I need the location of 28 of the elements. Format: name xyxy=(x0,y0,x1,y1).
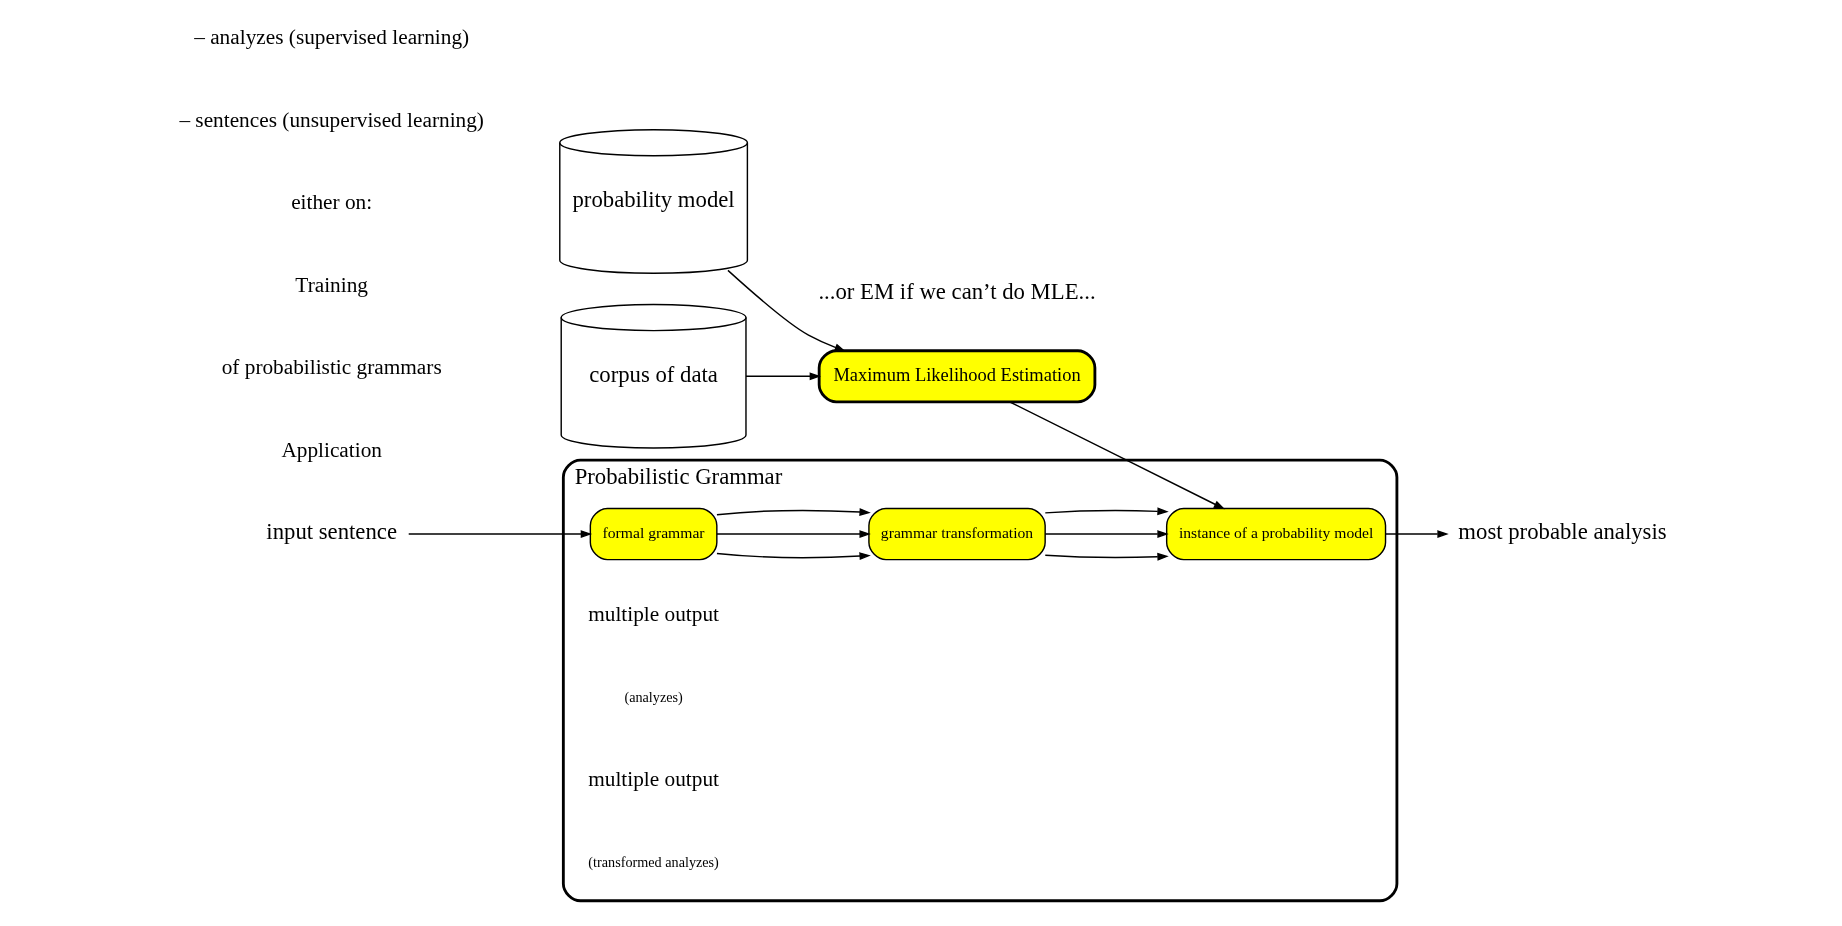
arrow xyxy=(1044,530,1169,539)
node-box: grammar transformation xyxy=(867,507,1046,561)
arrow xyxy=(715,508,871,516)
label: of probabilistic grammars xyxy=(221,355,442,380)
arrow xyxy=(726,269,846,352)
label: either on: xyxy=(290,190,372,215)
arrow xyxy=(1008,401,1225,510)
label: Training xyxy=(294,272,368,297)
label: – sentences (unsupervised learning) xyxy=(178,107,484,132)
node-text: input sentence xyxy=(265,519,397,545)
label: (transformed analyzes) xyxy=(587,854,719,871)
arrow xyxy=(715,530,871,539)
label: Application xyxy=(280,437,382,462)
arrow xyxy=(1384,530,1449,539)
arrow xyxy=(407,530,592,539)
label: multiple output xyxy=(587,767,719,792)
node-box: formal grammar xyxy=(589,507,718,561)
arrow xyxy=(715,552,871,561)
node-text: most probable analysis xyxy=(1457,519,1667,545)
label: (analyzes) xyxy=(623,689,683,706)
arrow xyxy=(1044,507,1169,516)
node-label: ...or EM if we can’t do MLE... xyxy=(817,279,1096,305)
arrow xyxy=(1044,552,1169,561)
label: – analyzes (supervised learning) xyxy=(193,25,469,50)
label: multiple output xyxy=(587,602,719,627)
node-box: Maximum Likelihood Estimation xyxy=(817,349,1096,404)
node-box: instance of a probability model xyxy=(1165,507,1386,561)
arrow xyxy=(744,372,821,381)
